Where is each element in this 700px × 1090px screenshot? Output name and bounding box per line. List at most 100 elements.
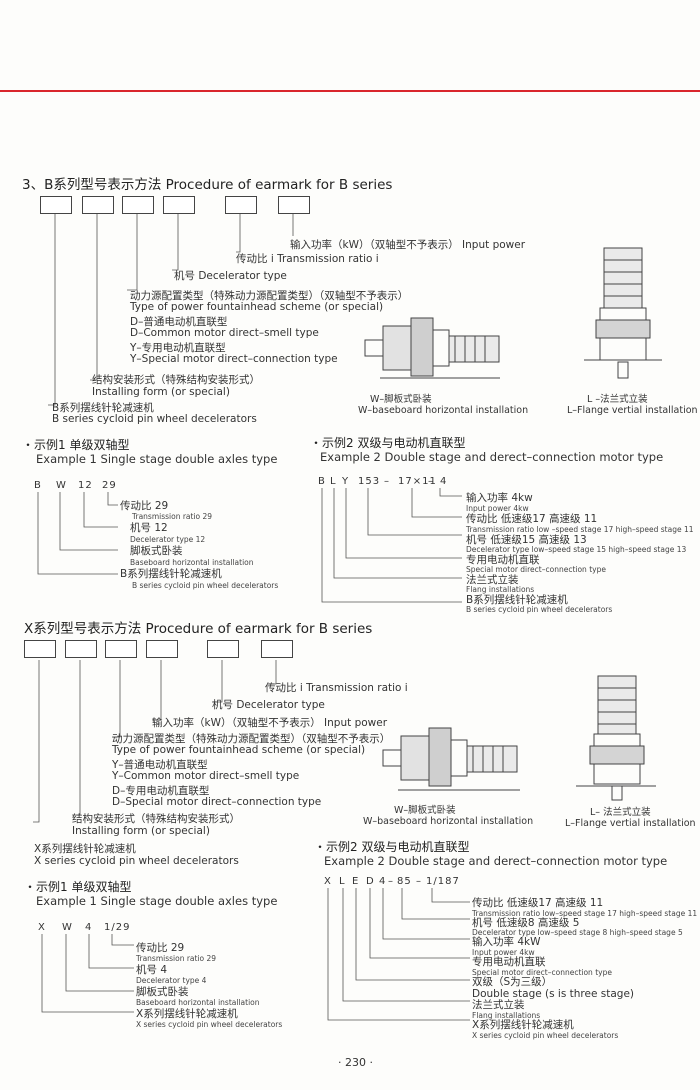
b-ex1-ratio-en: Transmission ratio 29 bbox=[132, 512, 213, 521]
x-ex1-frame-en: Decelerator type 4 bbox=[136, 976, 207, 985]
b-caption-l-cn: L –法兰式立装 bbox=[587, 394, 648, 405]
x-ex2-code-6: – bbox=[388, 876, 394, 887]
x-code-box-5 bbox=[207, 640, 239, 658]
x-label-install-en: Installing form (or special) bbox=[72, 825, 210, 837]
x-label-y-cn: Y–普通电动机直联型 bbox=[112, 759, 208, 771]
b-ex2-code-5: – bbox=[384, 476, 390, 487]
x-ex1-mount-cn: 脚板式卧装 bbox=[136, 986, 189, 998]
b-label-install-cn: 结构安装形式（特殊结构安装形式） bbox=[92, 374, 260, 386]
x-ex1-series-en: X series cycloid pin wheel decelerators bbox=[136, 1020, 283, 1029]
x-ex2-power-cn: 输入功率 4kW bbox=[472, 936, 541, 948]
x-label-install-cn: 结构安装形式（特殊结构安装形式） bbox=[72, 813, 240, 825]
b-label-frame: 机号 Decelerator type bbox=[174, 270, 287, 282]
b-ex2-code-2: L bbox=[330, 476, 337, 487]
x-ex2-stage-en: Double stage (s is three stage) bbox=[472, 988, 635, 1000]
b-ex1-frame-cn: 机号 12 bbox=[130, 522, 168, 534]
x-ex2-frame-cn: 机号 低速级8 高速级 5 bbox=[472, 917, 580, 929]
x-code-box-2 bbox=[65, 640, 97, 658]
b-horizontal-machine-drawing bbox=[364, 317, 500, 379]
b-ex2-title: ・示例2 双级与电动机直联型 bbox=[310, 436, 466, 450]
b-ex1-lines bbox=[37, 492, 118, 575]
x-label-frame: 机号 Decelerator type bbox=[212, 699, 325, 711]
x-ex2-motor-cn: 专用电动机直联 bbox=[472, 956, 546, 968]
x-ex2-subtitle: Example 2 Double stage and derect–connec… bbox=[324, 854, 668, 868]
x-section-title: X系列型号表示方法 Procedure of earmark for B ser… bbox=[24, 621, 373, 637]
x-ex1-subtitle: Example 1 Single stage double axles type bbox=[36, 894, 278, 908]
x-ex1-mount-en: Baseboard horizontal installation bbox=[136, 998, 260, 1007]
x-ex2-title: ・示例2 双级与电动机直联型 bbox=[314, 840, 470, 854]
b-label-series-en: B series cycloid pin wheel decelerators bbox=[52, 413, 257, 425]
b-bracket-lines bbox=[48, 214, 294, 406]
x-ex2-power-en: Input power 4kw bbox=[472, 948, 535, 957]
x-label-input-power: 输入功率（kW）（双轴型不予表示） Input power bbox=[152, 717, 388, 729]
x-ex1-ratio-en: Transmission ratio 29 bbox=[136, 954, 217, 963]
x-label-series-cn: X系列摆线针轮减速机 bbox=[34, 843, 136, 855]
b-ex1-subtitle: Example 1 Single stage double axles type bbox=[36, 452, 278, 466]
x-label-drive-cn: 动力源配置类型（特殊动力源配置类型）（双轴型不予表示） bbox=[112, 733, 391, 745]
x-label-d-en: D–Special motor direct–connection type bbox=[112, 796, 322, 808]
b-ex2-code-4: 153 bbox=[358, 476, 381, 487]
x-bracket-lines bbox=[33, 660, 277, 823]
b-vertical-machine-drawing bbox=[584, 247, 662, 379]
x-ex1-frame-cn: 机号 4 bbox=[136, 964, 168, 976]
x-ex2-motor-en: Special motor direct–connection type bbox=[472, 968, 612, 977]
b-ex1-ratio-cn: 传动比 29 bbox=[120, 500, 169, 512]
x-ex1-series-cn: X系列摆线针轮减速机 bbox=[136, 1008, 238, 1020]
x-caption-l-en: L–Flange vertial installation bbox=[565, 818, 696, 829]
x-code-box-1 bbox=[24, 640, 56, 658]
x-label-drive-en: Type of power fountainhead scheme (or sp… bbox=[112, 744, 366, 756]
x-ex1-code-4: 1/29 bbox=[104, 922, 131, 933]
b-ex1-code-2: W bbox=[56, 480, 67, 491]
x-label-y-en: Y–Common motor direct–smell type bbox=[112, 770, 300, 782]
b-ex2-ratio-cn: 传动比 低速级17 高速级 11 bbox=[466, 513, 598, 525]
b-ex1-code-4: 29 bbox=[102, 480, 117, 491]
x-ex2-code-8: – bbox=[416, 876, 422, 887]
b-label-install-en: Installing form (or special) bbox=[92, 386, 230, 398]
x-label-d-cn: D–专用电动机直联型 bbox=[112, 785, 210, 797]
b-ex1-code-1: B bbox=[34, 480, 42, 491]
page-number: · 230 · bbox=[338, 1056, 373, 1069]
b-ex2-flange-cn: 法兰式立装 bbox=[466, 574, 519, 586]
x-code-box-3 bbox=[105, 640, 137, 658]
b-ex2-power-en: Input power 4kw bbox=[466, 504, 529, 513]
b-ex2-flange-en: Flang installations bbox=[466, 585, 535, 594]
x-caption-w-en: W–baseboard horizontal installation bbox=[363, 816, 534, 827]
b-ex2-series-cn: B系列摆线针轮减速机 bbox=[466, 594, 568, 606]
b-ex1-mount-cn: 脚板式卧装 bbox=[130, 545, 183, 557]
b-ex2-motor-cn: 专用电动机直联 bbox=[466, 554, 540, 566]
b-caption-w-cn: W–脚板式卧装 bbox=[370, 394, 432, 405]
x-label-series-en: X series cycloid pin wheel decelerators bbox=[34, 855, 239, 867]
b-label-y-cn: Y–专用电动机直联型 bbox=[130, 342, 226, 354]
b-section-title: 3、B系列型号表示方法 Procedure of earmark for B s… bbox=[22, 177, 393, 193]
b-ex1-mount-en: Baseboard horizontal installation bbox=[130, 558, 254, 567]
b-ex2-lines bbox=[321, 488, 462, 603]
x-ex2-code-7: 85 bbox=[397, 876, 412, 887]
x-ex2-stage-cn: 双级（S为三级） bbox=[472, 976, 553, 988]
b-caption-w-en: W–baseboard horizontal installation bbox=[358, 405, 529, 416]
b-label-d-cn: D–普通电动机直联型 bbox=[130, 316, 228, 328]
x-horizontal-machine-drawing bbox=[382, 727, 520, 791]
x-ex1-title: ・示例1 单级双轴型 bbox=[24, 880, 132, 894]
x-label-ratio: 传动比 i Transmission ratio i bbox=[265, 682, 408, 694]
x-ex2-ratio-en: Transmission ratio low–speed stage 17 hi… bbox=[472, 909, 698, 918]
b-ex1-title: ・示例1 单级双轴型 bbox=[22, 438, 130, 452]
b-code-box-4 bbox=[163, 196, 195, 214]
b-ex2-frame-en: Decelerator type low–speed stage 15 high… bbox=[466, 545, 687, 554]
x-ex2-code-1: X bbox=[324, 876, 332, 887]
b-ex2-series-en: B series cycloid pin wheel decelerators bbox=[466, 605, 613, 614]
b-ex2-code-7: – bbox=[428, 476, 434, 487]
x-ex2-code-3: E bbox=[352, 876, 360, 887]
b-ex2-power-cn: 输入功率 4kw bbox=[466, 492, 533, 504]
b-ex2-code-6: 17×11 bbox=[398, 476, 437, 487]
x-ex2-frame-en: Decelerator type low–speed stage 8 high–… bbox=[472, 928, 683, 937]
b-ex2-motor-en: Special motor direct–connection type bbox=[466, 565, 606, 574]
b-ex2-frame-cn: 机号 低速级15 高速级 13 bbox=[466, 534, 587, 546]
b-label-drive-en: Type of power fountainhead scheme (or sp… bbox=[130, 301, 384, 313]
b-code-box-5 bbox=[225, 196, 257, 214]
x-ex2-code-4: D bbox=[366, 876, 375, 887]
b-ex2-subtitle: Example 2 Double stage and derect–connec… bbox=[320, 450, 664, 464]
b-ex1-series-en: B series cycloid pin wheel decelerators bbox=[132, 581, 279, 590]
b-ex2-ratio-en: Transmission ratio low –speed stage 17 h… bbox=[466, 525, 694, 534]
x-ex1-lines bbox=[41, 934, 134, 1013]
